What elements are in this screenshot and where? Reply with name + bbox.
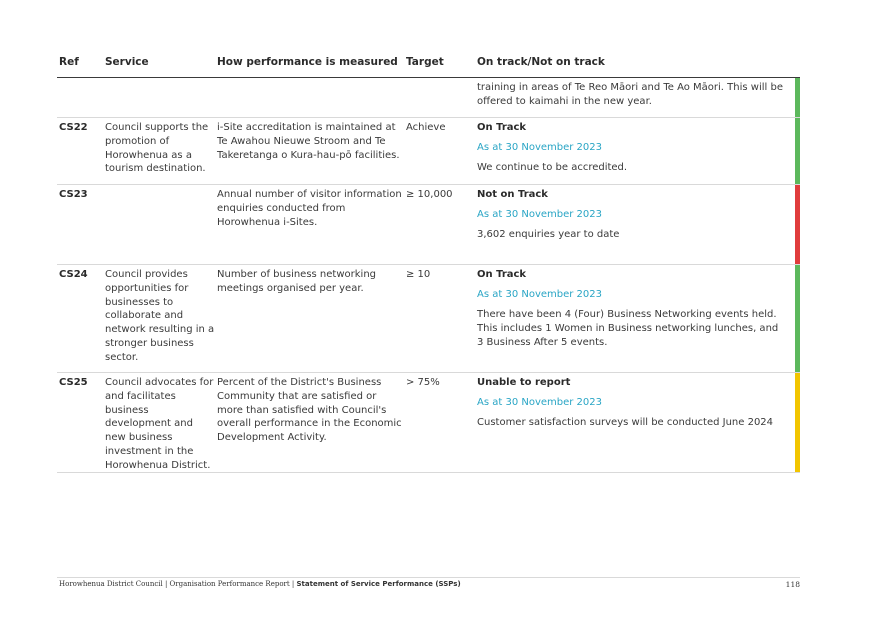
footer-text: Horowhenua District Council | Organisati…	[59, 580, 461, 588]
as-at-date: As at 30 November 2023	[477, 208, 603, 220]
as-at-date: As at 30 November 2023	[477, 141, 603, 153]
row-target: Achieve	[406, 122, 446, 133]
status-label: Not on Track	[477, 189, 548, 200]
header-service: Service	[105, 56, 149, 68]
as-at-date: As at 30 November 2023	[477, 396, 603, 408]
row-target: ≥ 10,000	[406, 189, 453, 200]
row-tracking: On Track As at 30 November 2023 There ha…	[477, 268, 787, 356]
row-divider	[57, 184, 800, 185]
table-row: training in areas of Te Reo Māori and Te…	[0, 78, 874, 117]
header-status: On track/Not on track	[477, 56, 605, 68]
row-comment: 3,602 enquiries year to date	[477, 228, 620, 240]
status-bar	[795, 78, 800, 117]
row-tracking: Not on Track As at 30 November 2023 3,60…	[477, 188, 787, 248]
row-divider	[57, 372, 800, 373]
row-ref: CS24	[59, 269, 88, 280]
row-divider	[57, 472, 800, 473]
page-number: 118	[785, 580, 800, 589]
status-label: Unable to report	[477, 377, 571, 388]
row-measure: Number of business networking meetings o…	[217, 269, 377, 294]
row-divider	[57, 117, 800, 118]
row-measure: i-Site accreditation is maintained at Te…	[217, 122, 400, 161]
header-rule	[57, 77, 800, 78]
footer-org: Horowhenua District Council | Organisati…	[59, 580, 297, 588]
row-divider	[57, 264, 800, 265]
footer-rule	[57, 577, 800, 578]
row-comment: training in areas of Te Reo Māori and Te…	[477, 82, 783, 107]
row-comment: We continue to be accredited.	[477, 161, 628, 173]
row-comment: Customer satisfaction surveys will be co…	[477, 416, 774, 428]
row-ref: CS25	[59, 377, 88, 388]
row-target: ≥ 10	[406, 269, 431, 280]
as-at-date: As at 30 November 2023	[477, 288, 603, 300]
row-service: Council provides opportunities for busin…	[105, 269, 215, 363]
header-target: Target	[406, 56, 444, 68]
row-service: Council supports the promotion of Horowh…	[105, 122, 209, 175]
row-measure: Percent of the District's Business Commu…	[217, 377, 402, 444]
row-tracking: On Track As at 30 November 2023 We conti…	[477, 121, 787, 181]
row-measure: Annual number of visitor information enq…	[217, 189, 402, 228]
row-target: > 75%	[406, 377, 440, 388]
header-measure: How performance is measured	[217, 56, 398, 68]
row-tracking: Unable to report As at 30 November 2023 …	[477, 376, 787, 436]
row-comment: There have been 4 (Four) Business Networ…	[477, 308, 779, 348]
table-row: CS22 Council supports the promotion of H…	[0, 118, 874, 184]
status-bar	[795, 185, 800, 264]
status-bar	[795, 118, 800, 184]
table-row: CS23 Annual number of visitor informatio…	[0, 185, 874, 264]
row-service: Council advocates for and facilitates bu…	[105, 377, 214, 471]
status-label: On Track	[477, 269, 527, 280]
status-bar	[795, 373, 800, 472]
row-ref: CS23	[59, 189, 88, 200]
table-row: CS25 Council advocates for and facilitat…	[0, 373, 874, 472]
header-ref: Ref	[59, 56, 79, 68]
table-row: CS24 Council provides opportunities for …	[0, 265, 874, 372]
status-label: On Track	[477, 122, 527, 133]
row-ref: CS22	[59, 122, 88, 133]
footer-section: Statement of Service Performance (SSPs)	[296, 580, 461, 588]
status-bar	[795, 265, 800, 372]
